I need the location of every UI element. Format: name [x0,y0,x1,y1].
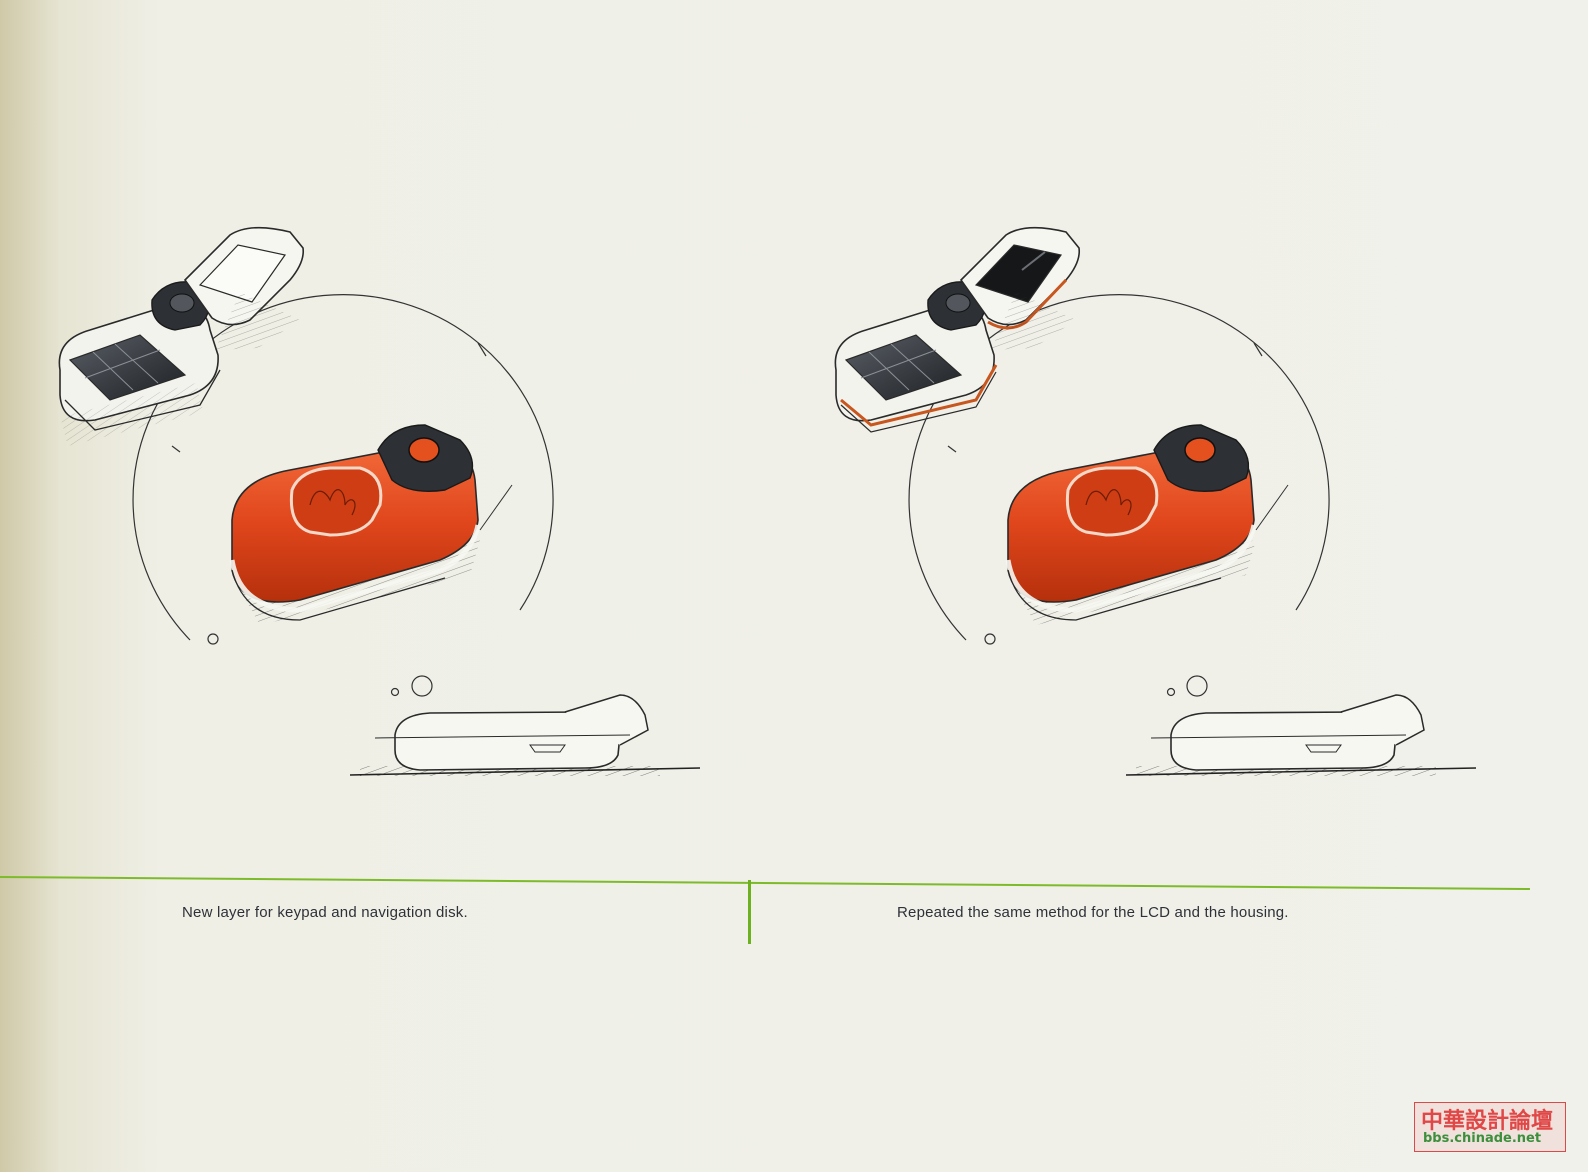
watermark-url: bbs.chinade.net [1423,1131,1542,1146]
caption-right: Repeated the same method for the LCD and… [897,904,1289,921]
right-orange-phone-sketch [1005,424,1289,625]
forum-watermark-logo: 中華設計論壇 bbs.chinade.net [1414,1102,1566,1152]
left-construction-circle [132,294,554,641]
right-open-phone-sketch [834,226,1081,433]
left-orange-phone-sketch [229,424,513,625]
left-open-phone-sketch [58,226,305,447]
left-side-view-sketch [349,694,701,776]
right-construction-circle [908,294,1330,641]
right-side-view-sketch [1125,694,1477,776]
right-phone-illustration [834,226,1477,776]
left-phone-illustration [58,226,701,776]
caption-left: New layer for keypad and navigation disk… [182,904,468,921]
watermark-title: 中華設計論壇 [1421,1109,1554,1134]
section-divider-vertical [748,880,751,944]
